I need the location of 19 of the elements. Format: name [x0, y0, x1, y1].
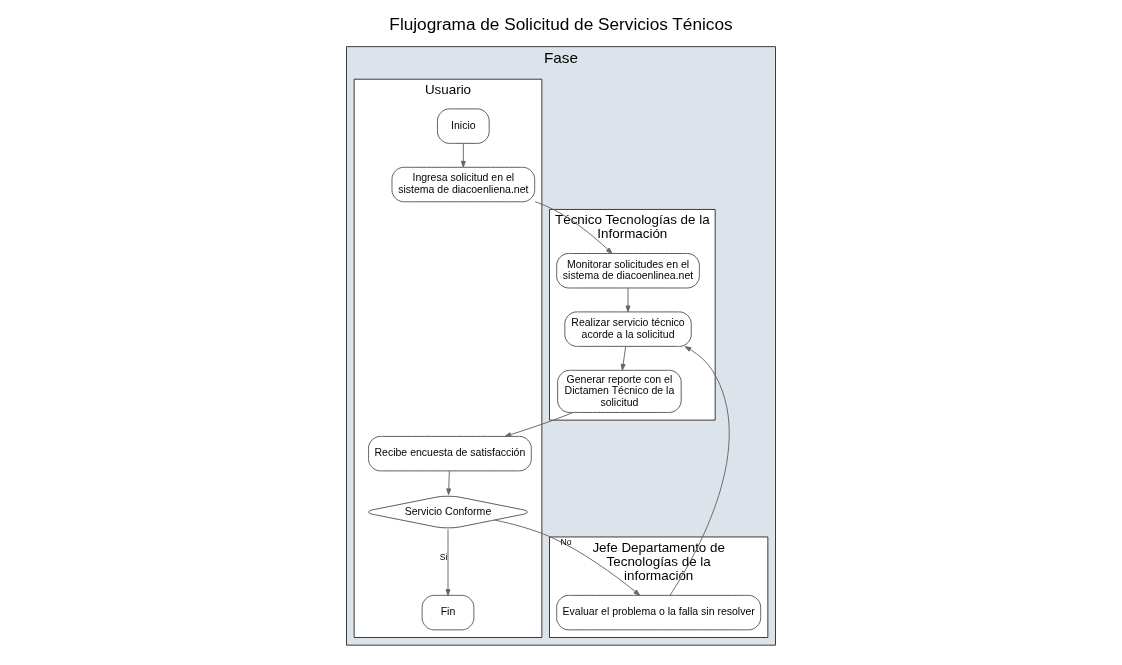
node-box: Recibe encuesta de satisfacción: [368, 435, 532, 472]
arrow: [669, 346, 730, 596]
arrow: [446, 470, 452, 496]
arrow: [620, 346, 627, 371]
arrow: [534, 201, 613, 254]
edge-label: No: [560, 537, 572, 548]
node-box: Evaluar el problema o la falla sin resolver: [556, 594, 762, 631]
node-box: Monitorar solicitudes en el sistema de diacoenlinea.net: [556, 253, 700, 289]
node-box: Ingresa solicitud en el sistema de diacoenliena.net: [391, 166, 536, 203]
arrow: [625, 287, 631, 313]
node-box: Generar reporte con el Dictamen Técnico de la solicitud: [557, 369, 682, 413]
arrow: [445, 528, 451, 596]
arrow: [494, 519, 641, 596]
node-box: Fin: [421, 594, 475, 631]
edge-label: Si: [439, 551, 448, 562]
node-box: Inicio: [437, 108, 490, 144]
diagram-title: Flujograma de Solicitud de Servicios Ténicos: [389, 13, 733, 34]
arrow: [460, 142, 466, 168]
node-box: Realizar servicio técnico acorde a la solicitud: [564, 311, 692, 347]
